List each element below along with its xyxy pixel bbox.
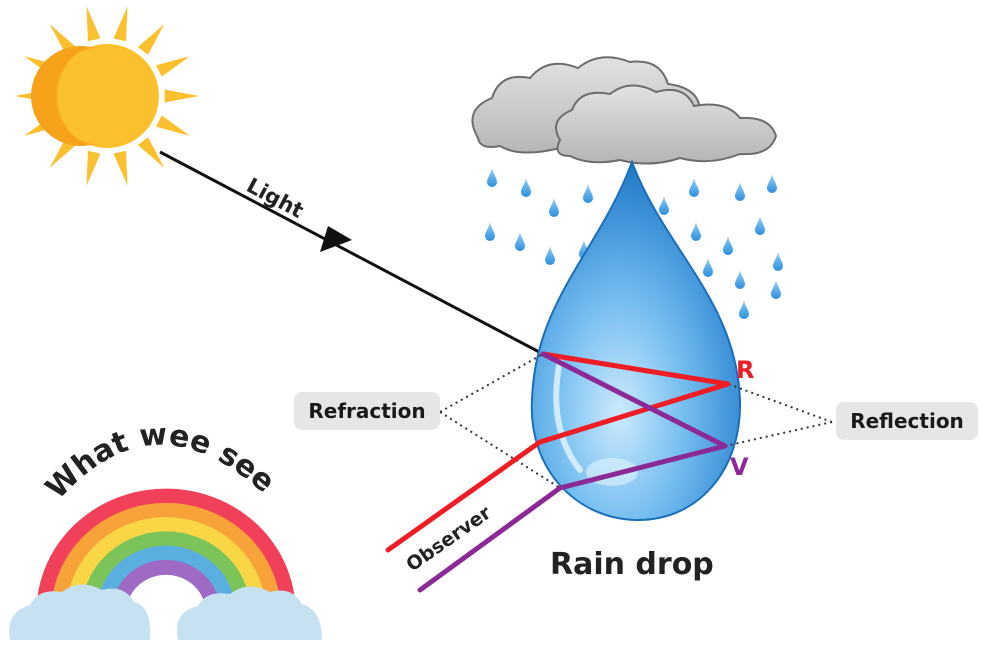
light-ray: Light — [159, 150, 544, 356]
sun-icon — [15, 6, 199, 186]
light-label: Light — [243, 173, 308, 223]
cloud-icon — [471, 56, 778, 165]
arrowhead-icon — [320, 226, 352, 252]
refraction-label: Refraction — [308, 399, 425, 423]
violet-label: V — [730, 453, 749, 481]
violet-ray — [417, 351, 728, 593]
refraction-callout: Refraction — [294, 392, 440, 430]
reflection-label: Reflection — [850, 409, 964, 433]
guide-lines — [439, 353, 833, 489]
red-label: R — [736, 356, 754, 384]
red-ray — [385, 351, 731, 553]
reflection-callout: Reflection — [836, 402, 978, 440]
observer-label: Observer — [402, 502, 495, 577]
raindrop-label: Rain drop — [550, 547, 714, 582]
rainbow-icon — [9, 488, 322, 640]
